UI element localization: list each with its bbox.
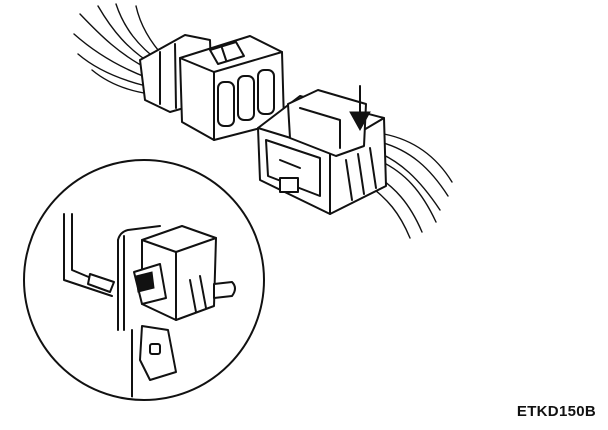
female-connector-icon: [257, 89, 453, 239]
press-down-arrow-icon: [349, 85, 371, 132]
male-connector-icon: [73, 3, 285, 141]
locking-tab-detail-icon: [23, 159, 265, 401]
figure-code-label: ETKD150B: [516, 403, 596, 420]
